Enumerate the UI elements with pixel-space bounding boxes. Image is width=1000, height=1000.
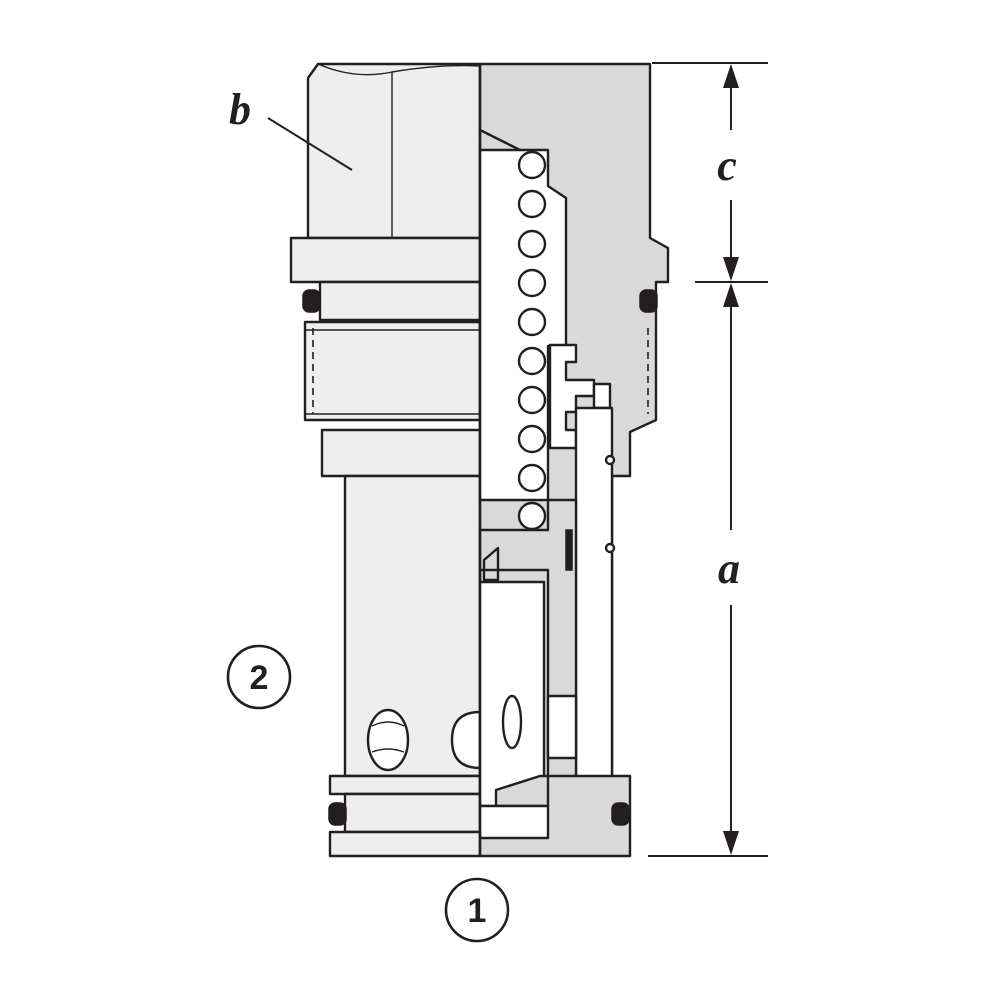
thread-edges	[305, 329, 480, 415]
section-view	[478, 62, 670, 858]
dim-c-arrow-bottom	[723, 257, 739, 281]
cross-hole-right	[450, 710, 482, 770]
lower-o-ring-right	[611, 802, 630, 826]
label-b: b	[229, 85, 251, 134]
poppet-lip	[482, 546, 500, 582]
dimension-a: a	[648, 283, 768, 857]
bore-chamfer	[478, 128, 522, 152]
retaining-ring	[592, 382, 612, 410]
lower-seat	[494, 774, 550, 808]
hex-flange	[289, 236, 482, 284]
hex-head	[306, 62, 482, 240]
exterior-view	[289, 62, 482, 858]
label-a: a	[718, 544, 740, 593]
hex-chamfer	[317, 63, 481, 76]
body-shoulder	[320, 428, 482, 478]
inner-chamber	[478, 580, 546, 808]
stem-detent-lower	[604, 542, 616, 554]
seat-bore	[478, 804, 550, 840]
lower-seal-groove	[343, 792, 482, 834]
seat-window	[546, 694, 578, 760]
dim-a-arrow-top	[723, 283, 739, 307]
port-1-callout: 1	[444, 877, 510, 943]
dimension-c: c	[652, 62, 768, 283]
upper-o-ring-right	[639, 289, 658, 313]
port-2-circle	[226, 644, 292, 710]
port-2-label: 2	[250, 659, 269, 697]
spring	[517, 150, 547, 531]
dim-c-arrow-top	[723, 64, 739, 88]
port-1-circle	[444, 877, 510, 943]
label-b-leader	[267, 117, 353, 171]
valve-stem	[574, 406, 614, 778]
lower-o-ring-left	[328, 802, 347, 826]
label-c: c	[717, 141, 737, 190]
port-2-callout: 2	[226, 644, 292, 710]
cross-hole-left	[366, 708, 410, 772]
poppet-seal	[565, 529, 573, 571]
port-1-label: 1	[468, 892, 487, 930]
thread-section	[303, 320, 482, 422]
callout-b: b	[229, 85, 353, 171]
dim-a-arrow-bottom	[723, 831, 739, 855]
stem-detent	[604, 454, 616, 466]
upper-o-ring-left	[302, 289, 321, 313]
lower-land	[328, 774, 482, 796]
cross-hole-shading	[371, 721, 405, 753]
nose-end	[328, 830, 482, 858]
inner-port-hole	[501, 694, 523, 750]
upper-seal-groove	[318, 280, 482, 322]
